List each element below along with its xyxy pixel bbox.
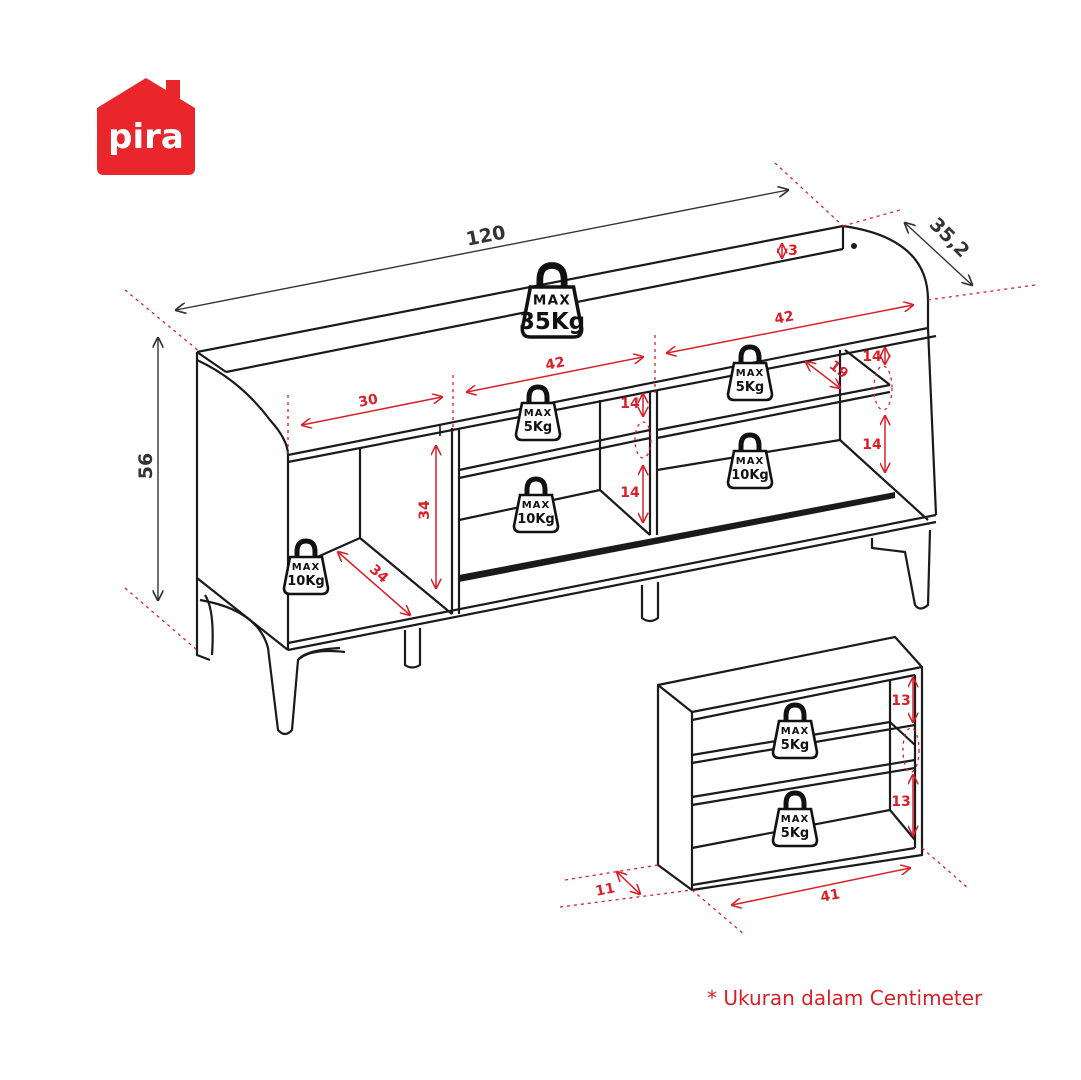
weight-value-label: 10Kg bbox=[731, 468, 768, 483]
weight-limit-icons: MAX35KgMAX5KgMAX10KgMAX5KgMAX10KgMAX10Kg… bbox=[282, 262, 819, 848]
tv-cabinet bbox=[195, 224, 938, 736]
weight-value-label: 5Kg bbox=[524, 420, 552, 435]
middle-opening-width-label: 42 bbox=[544, 354, 566, 373]
small-unit-gap-bottom-label: 13 bbox=[891, 794, 910, 810]
right-opening-width-label: 42 bbox=[773, 308, 795, 327]
small-unit-width-label: 41 bbox=[819, 886, 841, 905]
weight-value-label: 10Kg bbox=[287, 574, 324, 589]
pira-logo: pira bbox=[97, 78, 195, 175]
weight-max-label: MAX bbox=[736, 368, 764, 379]
units-footnote: * Ukuran dalam Centimeter bbox=[707, 986, 983, 1010]
overall-height-label: 56 bbox=[135, 453, 157, 479]
left-opening-width-label: 30 bbox=[357, 391, 379, 410]
weight-max-label: MAX bbox=[522, 500, 550, 511]
dimension-arrows bbox=[158, 190, 972, 905]
weight-max-label: MAX bbox=[524, 408, 552, 419]
weight-max-label: MAX bbox=[781, 726, 809, 737]
dimension-labels: 120 56 35,2 3 30 34 34 42 42 14 14 14 14… bbox=[135, 213, 974, 905]
right-shelf-gap-bottom-label: 14 bbox=[862, 437, 882, 453]
right-shelf-depth-label: 19 bbox=[826, 358, 851, 383]
weight-value-label: 5Kg bbox=[781, 738, 809, 753]
weight-value-label: 5Kg bbox=[736, 380, 764, 395]
small-shelf-unit bbox=[656, 635, 924, 892]
weight-value-label: 10Kg bbox=[517, 512, 554, 527]
weight-value-label: 35Kg bbox=[519, 309, 585, 335]
middle-shelf-gap-bottom-label: 14 bbox=[620, 485, 640, 501]
weight-max-label: MAX bbox=[292, 562, 320, 573]
small-unit-depth-label: 11 bbox=[594, 880, 616, 899]
left-opening-height-label: 34 bbox=[417, 500, 433, 520]
right-shelf-gap-top-label: 14 bbox=[862, 349, 882, 365]
weight-max-label: MAX bbox=[781, 814, 809, 825]
top-lip-label: 3 bbox=[788, 243, 798, 259]
extension-lines bbox=[124, 162, 1036, 936]
left-opening-depth-label: 34 bbox=[366, 562, 391, 587]
middle-shelf-gap-top-label: 14 bbox=[620, 396, 640, 412]
overall-depth-label: 35,2 bbox=[925, 213, 974, 262]
weight-value-label: 5Kg bbox=[781, 826, 809, 841]
weight-max-label: MAX bbox=[533, 293, 571, 309]
small-unit-gap-top-label: 13 bbox=[891, 693, 910, 709]
logo-text: pira bbox=[108, 117, 184, 157]
weight-max-label: MAX bbox=[736, 456, 764, 467]
